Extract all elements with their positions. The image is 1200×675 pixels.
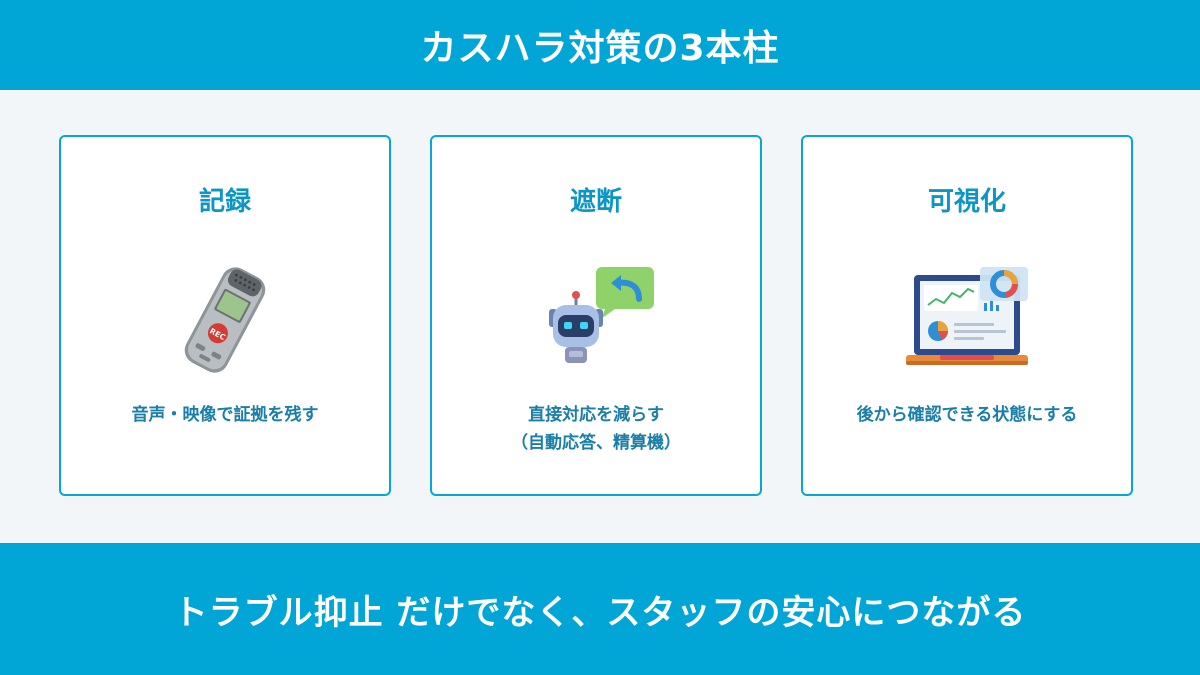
card-title: 記録	[198, 187, 251, 217]
voice-recorder-icon: REC	[160, 265, 290, 375]
card-description-line: 音声・映像で証拠を残す	[131, 405, 319, 425]
card-title: 遮断	[569, 187, 622, 217]
page-title: カスハラ対策の3本柱	[420, 28, 780, 69]
pillars-section: 記録 REC	[59, 135, 1133, 496]
pillar-card-record: 記録 REC	[59, 135, 391, 496]
card-description-line: 後から確認できる状態にする	[856, 405, 1078, 425]
card-description-line: 直接対応を減らす	[528, 405, 664, 425]
laptop-dashboard-icon	[902, 265, 1032, 375]
card-title: 可視化	[927, 187, 1006, 217]
pillar-card-block: 遮断	[430, 135, 762, 496]
pillar-card-visualize: 可視化	[801, 135, 1133, 496]
card-description: 音声・映像で証拠を残す	[71, 401, 379, 429]
header-banner: カスハラ対策の3本柱	[0, 0, 1200, 90]
card-description: 直接対応を減らす （自動応答、精算機）	[442, 401, 750, 457]
card-description: 後から確認できる状態にする	[813, 401, 1121, 429]
card-description-line: （自動応答、精算機）	[511, 433, 681, 453]
robot-icon	[531, 265, 661, 375]
footer-banner: トラブル抑止 だけでなく、スタッフの安心につながる	[0, 543, 1200, 675]
footer-message: トラブル抑止 だけでなく、スタッフの安心につながる	[173, 592, 1027, 633]
